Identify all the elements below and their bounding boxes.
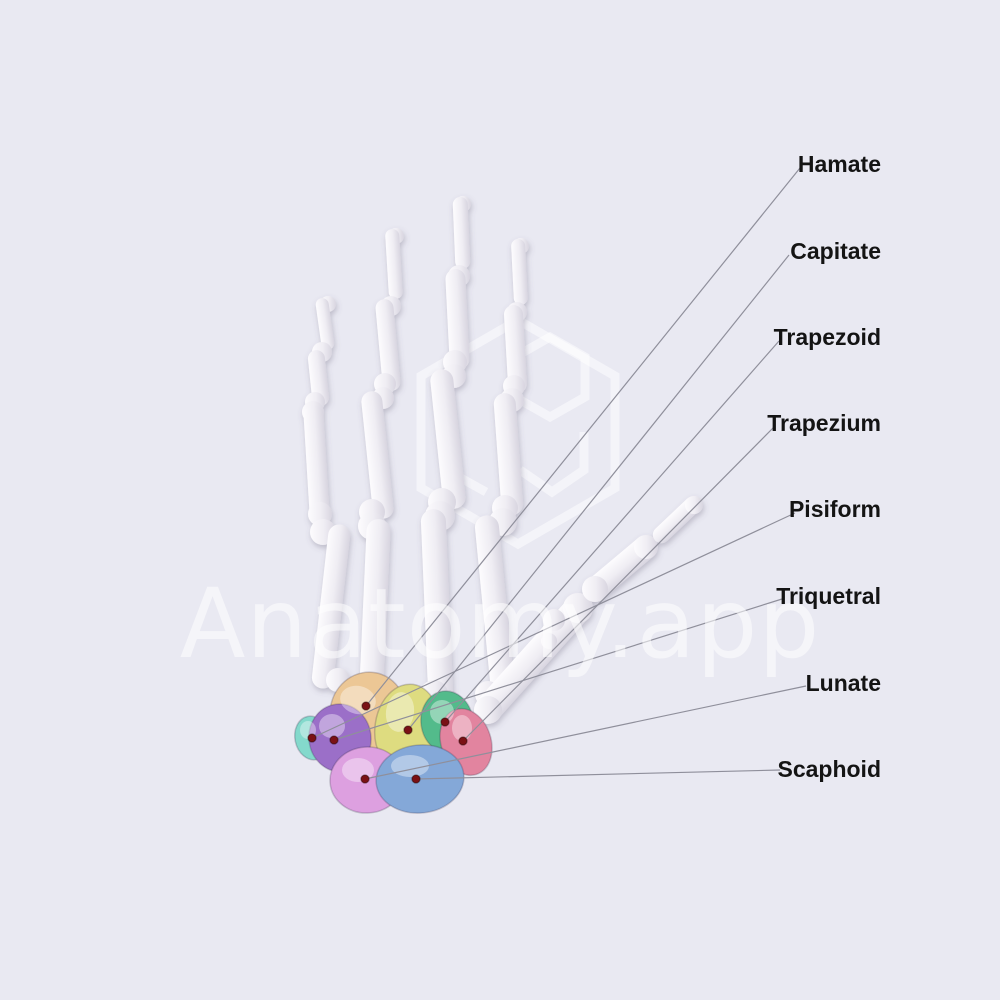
marker-dots [307, 701, 468, 784]
leader-lines [311, 167, 807, 780]
label-pisiform[interactable]: Pisiform [788, 496, 881, 522]
label-triquetral[interactable]: Triquetral [776, 583, 881, 609]
label-lunate[interactable]: Lunate [805, 670, 881, 696]
hand-skeleton [302, 196, 703, 724]
sesamoid-bone [541, 633, 557, 649]
leader-line-pisiform [311, 512, 796, 739]
marker-triquetral[interactable] [329, 735, 339, 745]
label-scaphoid[interactable]: Scaphoid [777, 756, 881, 782]
thumb-bones [474, 496, 703, 724]
leader-line-scaphoid [415, 769, 781, 780]
ring-finger-bones [358, 228, 404, 701]
marker-capitate[interactable] [403, 725, 413, 735]
marker-trapezium[interactable] [458, 736, 468, 746]
label-trapezoid[interactable]: Trapezoid [773, 324, 881, 350]
marker-trapezoid[interactable] [440, 717, 450, 727]
marker-lunate[interactable] [360, 774, 370, 784]
label-capitate[interactable]: Capitate [790, 238, 881, 264]
leader-line-triquetral [333, 598, 783, 741]
leader-line-trapezium [462, 426, 775, 742]
leader-line-hamate [365, 167, 801, 707]
marker-scaphoid[interactable] [411, 774, 421, 784]
label-trapezium[interactable]: Trapezium [767, 410, 881, 436]
leader-line-trapezoid [444, 340, 780, 723]
little-finger-bones [302, 296, 351, 692]
leader-line-lunate [364, 685, 807, 780]
bone-highlights [300, 685, 472, 782]
sesamoid-bone [543, 609, 565, 631]
middle-finger-bones [420, 196, 471, 708]
leader-line-capitate [407, 254, 790, 731]
label-hamate[interactable]: Hamate [797, 151, 881, 177]
marker-hamate[interactable] [361, 701, 371, 711]
marker-pisiform[interactable] [307, 733, 317, 743]
